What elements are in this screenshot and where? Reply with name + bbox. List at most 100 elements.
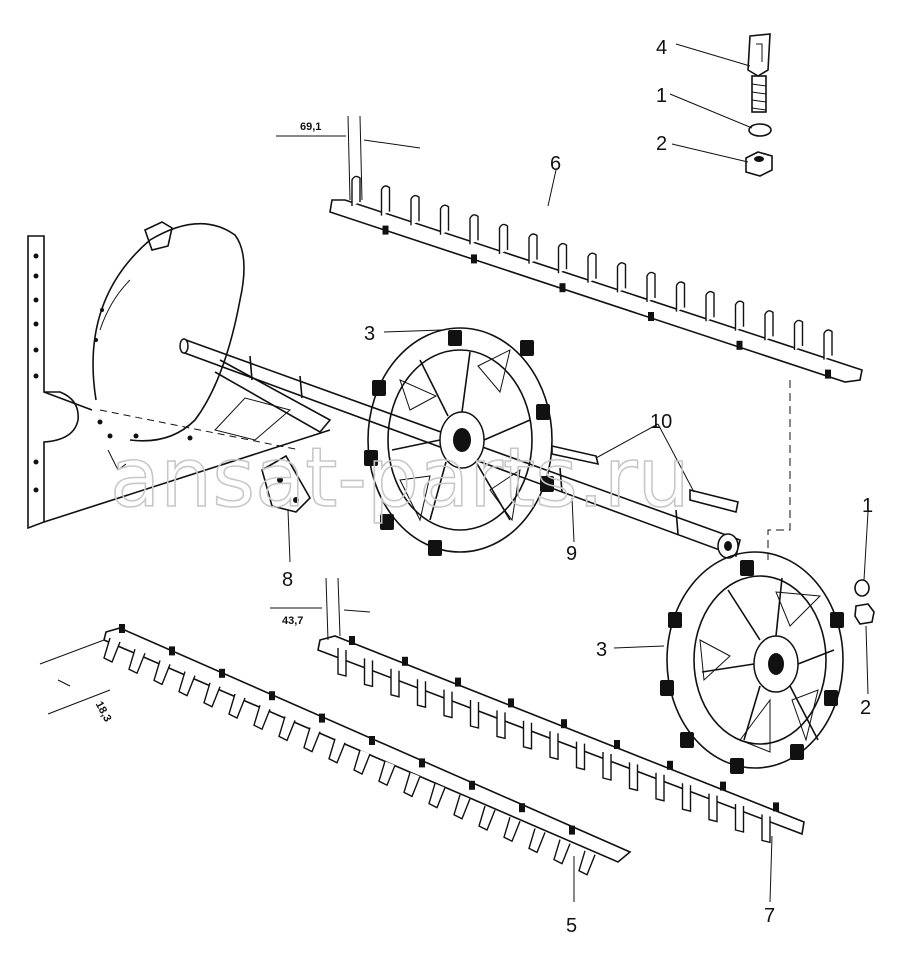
finger-tine	[351, 175, 361, 206]
finger-tine	[498, 223, 509, 254]
finger-tine	[128, 648, 146, 675]
leader-lines	[287, 43, 869, 903]
callout-2-top: 2	[656, 133, 667, 155]
finger-tine	[303, 727, 321, 753]
finger-tine	[353, 749, 371, 775]
bolt-head	[519, 803, 525, 813]
callout-3-center: 3	[364, 323, 375, 345]
finger-tine	[602, 752, 612, 781]
finger-tine	[469, 700, 480, 729]
callout-9: 9	[566, 543, 577, 565]
finger-tine	[496, 710, 506, 740]
callout-1-right: 1	[862, 495, 873, 517]
dimension-label-1: 69,1	[300, 121, 321, 133]
finger-tine	[761, 814, 771, 844]
dimension-label-2: 43,7	[282, 615, 303, 627]
finger-tine	[708, 793, 718, 823]
bolt-head	[773, 802, 779, 812]
bolt-assembly-right	[854, 579, 875, 625]
bolt-head	[119, 624, 125, 633]
sprocket-center	[364, 327, 554, 556]
finger-tine	[203, 682, 221, 708]
bolt-head	[614, 740, 620, 749]
finger-tine	[278, 716, 296, 742]
finger-tine	[103, 637, 121, 663]
finger-tine	[503, 816, 521, 843]
finger-tine	[655, 772, 665, 802]
finger-bar-top	[329, 175, 863, 383]
bolt-assembly-top	[745, 33, 773, 177]
finger-tine	[734, 300, 745, 331]
bolt-head	[561, 719, 567, 729]
callout-4: 4	[656, 37, 667, 59]
finger-tine	[363, 658, 374, 688]
finger-tine	[681, 783, 692, 813]
callout-8: 8	[282, 569, 293, 591]
bolt-head	[455, 677, 461, 687]
bolt-head	[382, 225, 389, 235]
dimension-label-3: 18,3	[93, 699, 114, 724]
callout-1-top: 1	[656, 85, 667, 107]
finger-tine	[587, 252, 597, 283]
finger-tine	[675, 281, 686, 312]
finger-bar-middle	[317, 635, 805, 844]
shaft-keys	[551, 444, 739, 513]
finger-tine	[253, 704, 271, 731]
finger-tine	[705, 290, 715, 322]
dimension-marks	[39, 115, 421, 715]
bolt-head	[569, 825, 575, 835]
finger-tine	[453, 794, 471, 820]
finger-tine	[469, 214, 479, 245]
finger-tine	[549, 731, 559, 761]
callout-7: 7	[764, 905, 775, 927]
bolt-head	[471, 254, 477, 264]
bolt-head	[369, 736, 375, 745]
bolt-head	[402, 656, 408, 666]
callout-10: 10	[650, 411, 672, 433]
finger-tine	[378, 760, 396, 787]
finger-tine	[439, 204, 450, 235]
callout-5: 5	[566, 915, 577, 937]
bolt-head	[419, 758, 425, 768]
callout-2-right: 2	[860, 697, 871, 719]
finger-tine	[823, 329, 833, 360]
bolt-head	[648, 312, 654, 321]
side-frame-plate	[27, 221, 331, 530]
finger-tine	[557, 242, 568, 274]
finger-tine	[528, 233, 538, 264]
bolt-head	[720, 781, 726, 791]
finger-tine	[443, 689, 453, 719]
finger-tine	[337, 648, 347, 677]
bolt-head	[508, 698, 514, 708]
finger-tine	[575, 741, 586, 771]
finger-tine	[390, 668, 400, 698]
finger-tine	[428, 783, 446, 809]
finger-tine	[646, 271, 656, 302]
finger-tine	[628, 762, 639, 792]
bolt-head	[559, 283, 566, 293]
finger-tine	[403, 772, 421, 798]
bolt-head	[667, 760, 673, 770]
finger-tine	[793, 319, 804, 350]
callout-6: 6	[550, 153, 561, 175]
drive-shaft	[179, 338, 741, 559]
bolt-head	[269, 691, 275, 701]
finger-tine	[178, 671, 196, 697]
watermark: ansat-parts.ru	[110, 431, 690, 526]
bolt-head	[469, 780, 475, 790]
finger-tine	[553, 839, 571, 865]
callout-3-right: 3	[596, 639, 607, 661]
finger-tine	[522, 720, 533, 750]
finger-tine	[578, 850, 596, 876]
finger-tine	[410, 194, 420, 226]
finger-tine	[416, 679, 427, 709]
sprocket-right	[660, 380, 844, 774]
finger-tine	[764, 310, 774, 341]
bolt-head	[169, 646, 175, 656]
finger-bar-bottom	[103, 624, 632, 876]
finger-tine	[328, 738, 346, 764]
finger-tine	[228, 693, 246, 719]
bolt-head	[219, 668, 225, 678]
finger-tine	[380, 185, 391, 216]
finger-tine	[528, 828, 546, 854]
